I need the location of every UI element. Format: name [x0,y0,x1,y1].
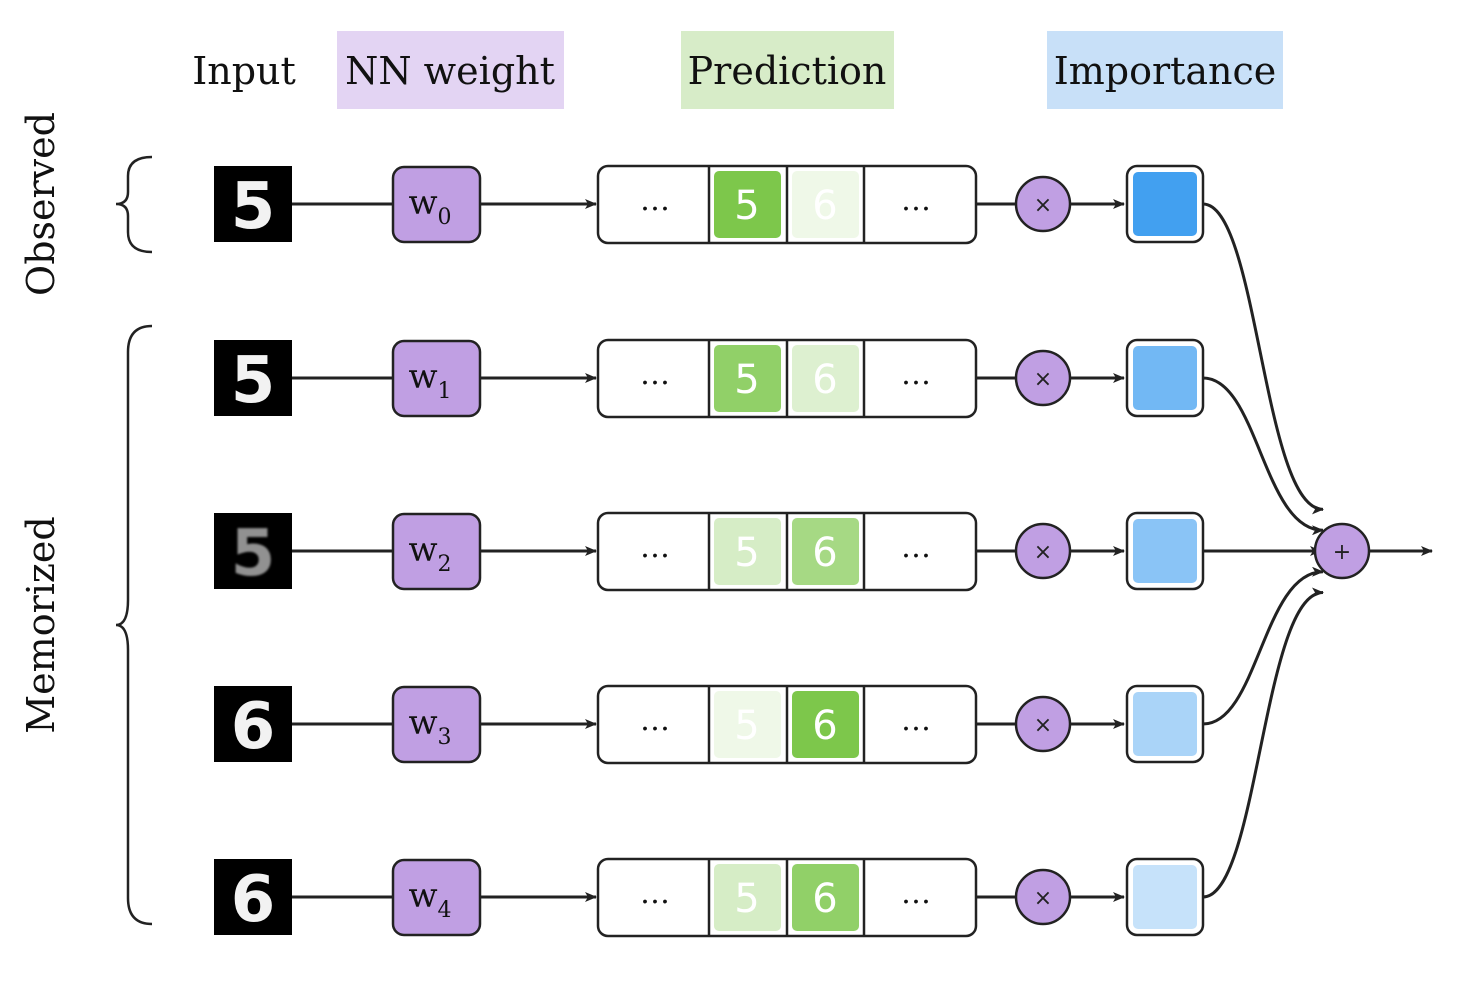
weight-subscript: 0 [438,205,452,230]
prediction-cell-5 [714,171,781,238]
group-label-memorized: Memorized [19,516,63,733]
sum-plus-icon: + [1333,540,1351,565]
weight-subscript: 3 [438,725,452,750]
header-importance-bg [1047,31,1283,109]
prediction-cell-5 [714,518,781,585]
prediction-cell-6 [792,691,859,758]
header-prediction-bg [681,31,894,109]
prediction-ellipsis-left: … [640,530,670,565]
row-4: 6 w4 … … 5 6 × [214,857,1205,938]
prediction-ellipsis-right: … [901,703,931,738]
prediction-label-6: 6 [812,703,837,749]
weight-label: w2 [408,530,451,577]
prediction-ellipsis-left: … [640,703,670,738]
brace-observed [115,155,153,254]
input-image [214,513,292,589]
header-input: Input [192,49,296,93]
input-image [214,166,292,242]
importance-fill [1133,346,1197,410]
input-digit: 5 [231,517,276,591]
multiply-icon: × [1034,713,1052,738]
weight-subscript: 1 [438,379,452,404]
header-nn-weight-bg [337,31,564,109]
prediction-label-5: 5 [734,703,759,749]
header-prediction: Prediction [688,49,887,93]
header-importance: Importance [1054,49,1277,93]
weight-subscript: 2 [438,552,452,577]
multiply-icon: × [1034,367,1052,392]
weight-label: w3 [408,703,451,750]
input-image [214,859,292,935]
prediction-label-5: 5 [734,530,759,576]
prediction-cell-6 [792,171,859,238]
merge-arrow-4 [1202,587,1324,899]
merge-arrow-3 [1202,566,1324,726]
prediction-label-6: 6 [812,530,837,576]
prediction-ellipsis-left: … [640,183,670,218]
input-digit: 5 [231,170,276,244]
weight-subscript: 4 [438,898,452,923]
group-label-observed: Observed [19,112,63,296]
prediction-ellipsis-right: … [901,357,931,392]
prediction-label-6: 6 [812,183,837,229]
prediction-ellipsis-left: … [640,357,670,392]
prediction-label-5: 5 [734,183,759,229]
prediction-ellipsis-right: … [901,183,931,218]
prediction-cell-5 [714,691,781,758]
prediction-label-5: 5 [734,876,759,922]
importance-fill [1133,865,1197,929]
input-digit: 5 [231,344,276,418]
column-headers: Input NN weight Prediction Importance [192,31,1283,109]
prediction-cell-6 [792,518,859,585]
prediction-cell-5 [714,864,781,931]
prediction-ellipsis-left: … [640,876,670,911]
importance-fill [1133,692,1197,756]
row-0: 5 w0 … … 5 6 × [214,164,1205,245]
row-3: 6 w3 … … 5 6 × [214,684,1205,765]
input-image [214,686,292,762]
multiply-icon: × [1034,540,1052,565]
weight-symbol: w [408,703,437,743]
input-image [214,340,292,416]
weight-label: w1 [408,357,451,404]
weight-symbol: w [408,183,437,223]
prediction-label-6: 6 [812,357,837,403]
input-digit: 6 [231,863,276,937]
multiply-icon: × [1034,193,1052,218]
header-nn-weight: NN weight [345,49,555,93]
weight-label: w4 [408,876,451,923]
weight-symbol: w [408,876,437,916]
merge-arrows [1202,202,1324,899]
weight-symbol: w [408,530,437,570]
prediction-cell-5 [714,345,781,412]
prediction-cell-6 [792,345,859,412]
prediction-label-6: 6 [812,876,837,922]
importance-fill [1133,172,1197,236]
weight-symbol: w [408,357,437,397]
multiply-icon: × [1034,886,1052,911]
prediction-cell-6 [792,864,859,931]
brace-memorized [115,324,153,926]
input-digit: 6 [231,690,276,764]
merge-arrow-0 [1202,202,1324,515]
sum-node: + [1313,522,1371,580]
weight-label: w0 [408,183,451,230]
prediction-ellipsis-right: … [901,876,931,911]
row-1: 5 w1 … … 5 6 × [214,338,1205,419]
prediction-label-5: 5 [734,357,759,403]
row-2: 5 w2 … … 5 6 × [214,511,1205,592]
importance-fill [1133,519,1197,583]
prediction-ellipsis-right: … [901,530,931,565]
merge-arrow-1 [1202,376,1324,536]
